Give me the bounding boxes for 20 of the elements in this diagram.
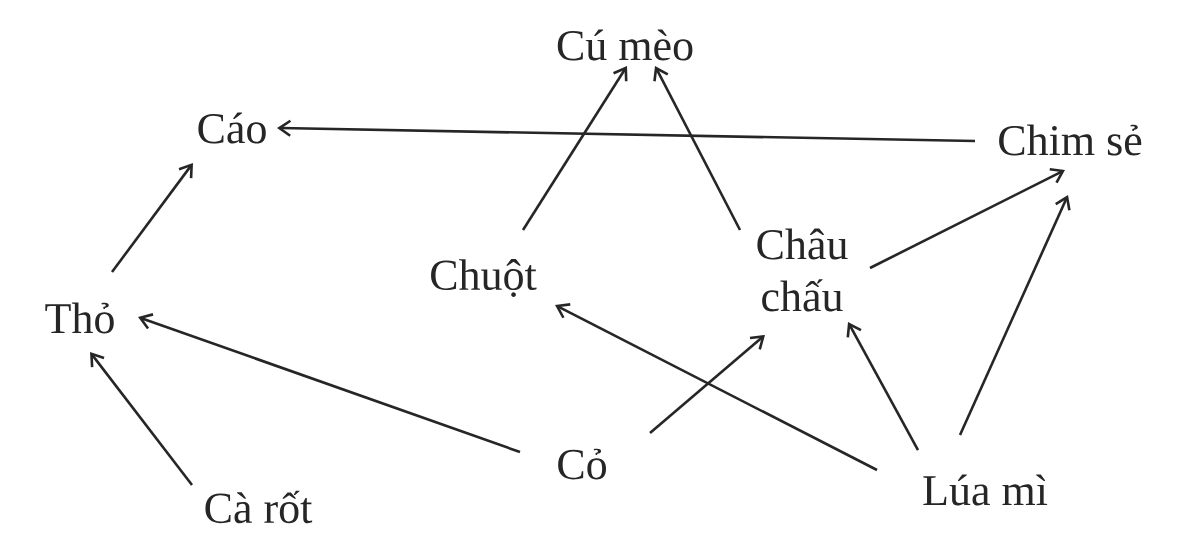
arrow xyxy=(653,66,742,231)
arrow xyxy=(846,322,920,451)
arrow xyxy=(90,352,194,486)
arrow xyxy=(649,335,765,434)
arrow xyxy=(555,303,878,472)
node-label: Cà rốt xyxy=(205,490,313,524)
node-label: Chuột xyxy=(431,259,537,297)
node-label: Cỏ xyxy=(558,448,606,480)
node-label: Lúa mì xyxy=(923,474,1048,506)
node-label: Cú mèo xyxy=(557,29,693,61)
arrow xyxy=(958,195,1071,436)
node-label: Chim sẻ xyxy=(999,124,1142,156)
arrow xyxy=(110,163,193,273)
arrow xyxy=(521,66,628,231)
node-label: Thỏ xyxy=(45,302,114,334)
arrow xyxy=(138,313,521,454)
node-label: Châu chấu xyxy=(757,228,848,312)
node-label: Cáo xyxy=(198,112,266,144)
arrow xyxy=(869,168,1065,270)
arrow xyxy=(277,119,976,143)
